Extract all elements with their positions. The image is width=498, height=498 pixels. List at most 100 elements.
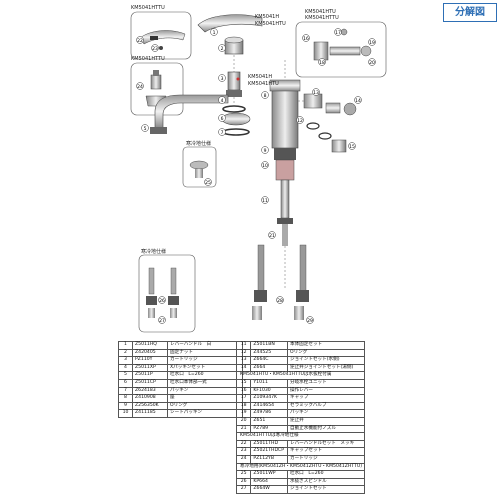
callout-14: 14 [354, 96, 362, 104]
callout-28: 28 [276, 296, 284, 304]
part-number-cell: 14 [235, 363, 252, 373]
part-code-cell: KP664 [250, 477, 288, 487]
spout [154, 94, 229, 129]
callout-24: 24 [136, 82, 144, 90]
part-code-cell: Z5011XP [132, 363, 168, 373]
svg-text:9: 9 [264, 148, 267, 154]
part-name-cell: 操作レバー [286, 386, 366, 396]
table-note-cell: 寒冷地用(KM5041ZH・KM5041ZHTU・KM5041ZHTTU) [235, 462, 366, 472]
part-name-cell: 吐水口 L=260 [286, 470, 366, 479]
part-number-cell: 23 [235, 447, 252, 456]
callout-9: 9 [261, 146, 269, 154]
table-note-cell: KM5041HTTUは寒冷地仕様 [235, 432, 366, 441]
callout-13: 13 [312, 88, 320, 96]
part-name-cell: パッキン [167, 386, 243, 396]
callout-15: 15 [348, 142, 356, 150]
svg-text:2: 2 [221, 46, 224, 52]
part-name-cell: 吐水口本体部一式 [167, 378, 243, 388]
part-code-cell: Z109347K [250, 394, 288, 403]
part-code-cell: Z5011THD [250, 439, 288, 449]
part-number-cell: 6 [118, 378, 133, 388]
callout-27: 27 [158, 316, 166, 324]
svg-text:3: 3 [221, 76, 224, 82]
svg-text:18: 18 [319, 60, 325, 66]
part-number-cell: 12 [235, 348, 252, 358]
part-name-cell: Oリング [286, 348, 366, 358]
part-code-cell: Z664W [250, 485, 288, 494]
part-name-cell: 本体固定セット [286, 341, 366, 350]
part-name-cell: 吐水口 L=260 [167, 371, 243, 380]
svg-text:24: 24 [137, 84, 143, 90]
callout-22: 22 [136, 36, 144, 44]
callout-5: 5 [141, 124, 149, 132]
svg-text:19: 19 [369, 40, 375, 46]
part-code-cell: Z664C [250, 356, 288, 365]
callout-21: 21 [268, 231, 276, 239]
part-code-cell: Z664 [250, 363, 288, 373]
part-number-cell: 18 [235, 401, 252, 411]
part-number-cell: 16 [235, 386, 252, 396]
part-code-cell: KF1030 [250, 386, 288, 396]
label-cold-area-spout: 寒冷地仕様 [186, 141, 212, 147]
part-number-cell: 8 [118, 394, 133, 403]
inset-spout-cold-box [182, 146, 217, 188]
svg-text:16: 16 [303, 36, 309, 42]
part-code-cell: Z420405 [132, 348, 168, 358]
callout-23: 23 [151, 44, 159, 52]
callout-29: 29 [306, 316, 314, 324]
part-number-cell: 2 [118, 348, 133, 358]
part-code-cell: Z5011BN [250, 341, 288, 350]
part-code-cell: Z5011WP [250, 470, 288, 479]
part-name-cell: 座 [167, 394, 243, 403]
callout-11: 11 [261, 196, 269, 204]
inset-branch-valve-box [295, 21, 387, 78]
part-number-cell: 9 [118, 401, 133, 411]
part-number-cell: 17 [235, 394, 252, 403]
part-number-cell: 24 [235, 454, 252, 464]
part-number-cell: 20 [235, 416, 252, 426]
label-km5041h-b: KM5041H [248, 74, 273, 80]
callout-20: 20 [368, 58, 376, 66]
svg-text:26: 26 [159, 298, 165, 304]
part-code-cell: PZ112YB [250, 454, 288, 464]
svg-text:5: 5 [144, 126, 147, 132]
part-name-cell: セラミックバルブ [286, 401, 366, 411]
part-code-cell: Z49786 [250, 409, 288, 418]
part-name-cell: 逆止弁ジョイントセット(湯側) [286, 363, 366, 373]
part-name-cell: ジョイントセット [286, 485, 366, 494]
callout-2: 2 [218, 44, 226, 52]
part-code-cell: Z5021THDCP [250, 447, 288, 456]
part-name-cell: 固定ナット [167, 348, 243, 358]
callout-25: 25 [204, 178, 212, 186]
part-number-cell: 13 [235, 356, 252, 365]
svg-text:14: 14 [355, 98, 361, 104]
part-code-cell: Z651 [250, 416, 288, 426]
part-code-cell: Z5011P [132, 371, 168, 380]
part-number-cell: 27 [235, 485, 252, 494]
svg-text:29: 29 [307, 318, 313, 324]
inset-cold-area-box [138, 254, 196, 333]
svg-text:4: 4 [221, 98, 224, 104]
part-name-cell: キャップセット [286, 447, 366, 456]
part-number-cell: 21 [235, 424, 252, 434]
part-number-cell: 25 [235, 470, 252, 479]
callout-18: 18 [318, 58, 326, 66]
part-number-cell: 11 [235, 341, 252, 350]
part-number-cell: 5 [118, 371, 133, 380]
